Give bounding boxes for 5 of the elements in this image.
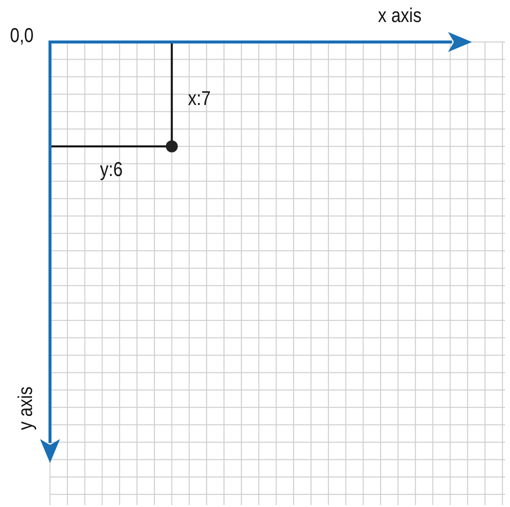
origin-label: 0,0 <box>10 26 34 46</box>
coordinate-label: x:7 <box>188 89 211 109</box>
coordinate-label: y:6 <box>100 160 123 180</box>
axis-label: x axis <box>378 6 422 26</box>
axis-label: y axis <box>16 386 36 430</box>
